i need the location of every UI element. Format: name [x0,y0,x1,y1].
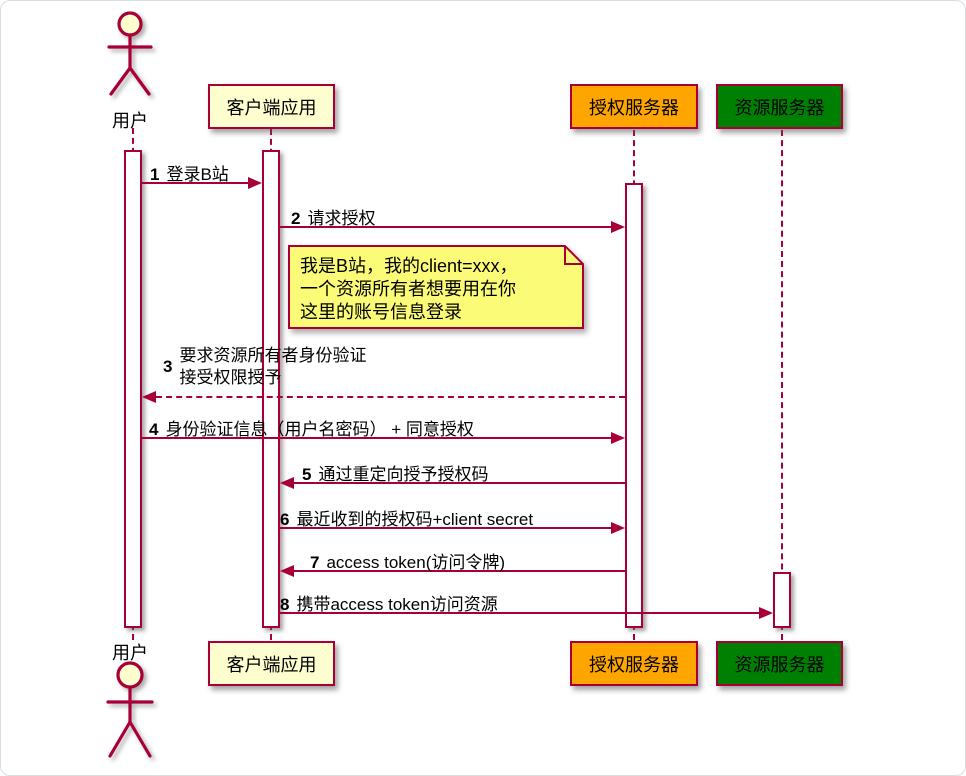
message-3-text-line-2: 接受权限授予 [179,368,282,387]
message-6-arrow [280,527,611,529]
message-5-number: 5 [302,465,312,484]
message-8-label: 8 携带access token访问资源 [280,590,498,615]
message-8-arrowhead-icon [759,607,773,619]
message-6-number: 6 [280,510,290,529]
message-3-label: 3 要求资源所有者身份验证 接受权限授予 [163,345,366,389]
participant-box-resource-server-top: 资源服务器 [716,84,843,129]
message-1-number: 1 [150,165,160,184]
message-7-arrow [294,570,625,572]
user-actor-icon-bottom [106,661,154,758]
message-7-arrowhead-icon [280,565,294,577]
activation-bar-user [124,150,142,628]
message-1-arrow [142,182,248,184]
message-6-arrowhead-icon [611,522,625,534]
message-8-text: 携带access token访问资源 [296,595,498,614]
message-2-arrow [280,226,611,228]
activation-bar-resource-server [773,572,791,628]
activation-bar-auth-server [625,183,643,628]
message-3-text-line-1: 要求资源所有者身份验证 [179,346,367,365]
note-line-2: 一个资源所有者想要用在你 [300,279,516,299]
activation-bar-client [262,150,280,628]
message-6-label: 6 最近收到的授权码+client secret [280,505,533,530]
message-2-text: 请求授权 [307,209,376,228]
participant-label-user-bottom: 用户 [112,643,148,663]
user-actor-icon-top [107,11,153,96]
message-4-label: 4 身份验证信息（用户名密码） + 同意授权 [149,415,474,440]
message-5-label: 5 通过重定向授予授权码 [302,460,488,485]
message-5-arrow [294,482,625,484]
message-2-number: 2 [291,209,301,228]
message-4-arrow [142,437,611,439]
message-7-text: access token(访问令牌) [326,553,506,572]
message-1-label: 1 登录B站 [150,160,229,185]
message-8-arrow [280,612,759,614]
message-3-number: 3 [163,357,173,376]
participant-box-resource-server-bottom: 资源服务器 [716,641,843,686]
note-line-1: 我是B站，我的client=xxx， [300,256,518,276]
message-3-arrow [156,396,625,398]
message-4-text: 身份验证信息（用户名密码） + 同意授权 [165,420,474,439]
message-7-number: 7 [310,553,320,572]
message-1-arrowhead-icon [248,177,262,189]
participant-box-client-bottom: 客户端应用 [208,641,335,686]
message-8-number: 8 [280,595,290,614]
message-1-text: 登录B站 [166,165,229,184]
message-2-label: 2 请求授权 [291,204,375,229]
participant-label-user-top: 用户 [112,111,148,131]
participant-box-client-top: 客户端应用 [208,84,335,129]
message-2-arrowhead-icon [611,221,625,233]
note: 我是B站，我的client=xxx， 一个资源所有者想要用在你 这里的账号信息登… [288,245,584,329]
message-5-text: 通过重定向授予授权码 [318,465,489,484]
message-3-arrowhead-icon [142,391,156,403]
message-4-arrowhead-icon [611,432,625,444]
message-6-text: 最近收到的授权码+client secret [296,510,534,529]
participant-box-auth-server-top: 授权服务器 [570,84,698,129]
message-7-label: 7 access token(访问令牌) [310,548,505,573]
message-5-arrowhead-icon [280,477,294,489]
participant-box-auth-server-bottom: 授权服务器 [570,641,698,686]
lifeline-resource-server [781,130,783,640]
note-line-3: 这里的账号信息登录 [300,302,462,322]
message-4-number: 4 [149,420,159,439]
